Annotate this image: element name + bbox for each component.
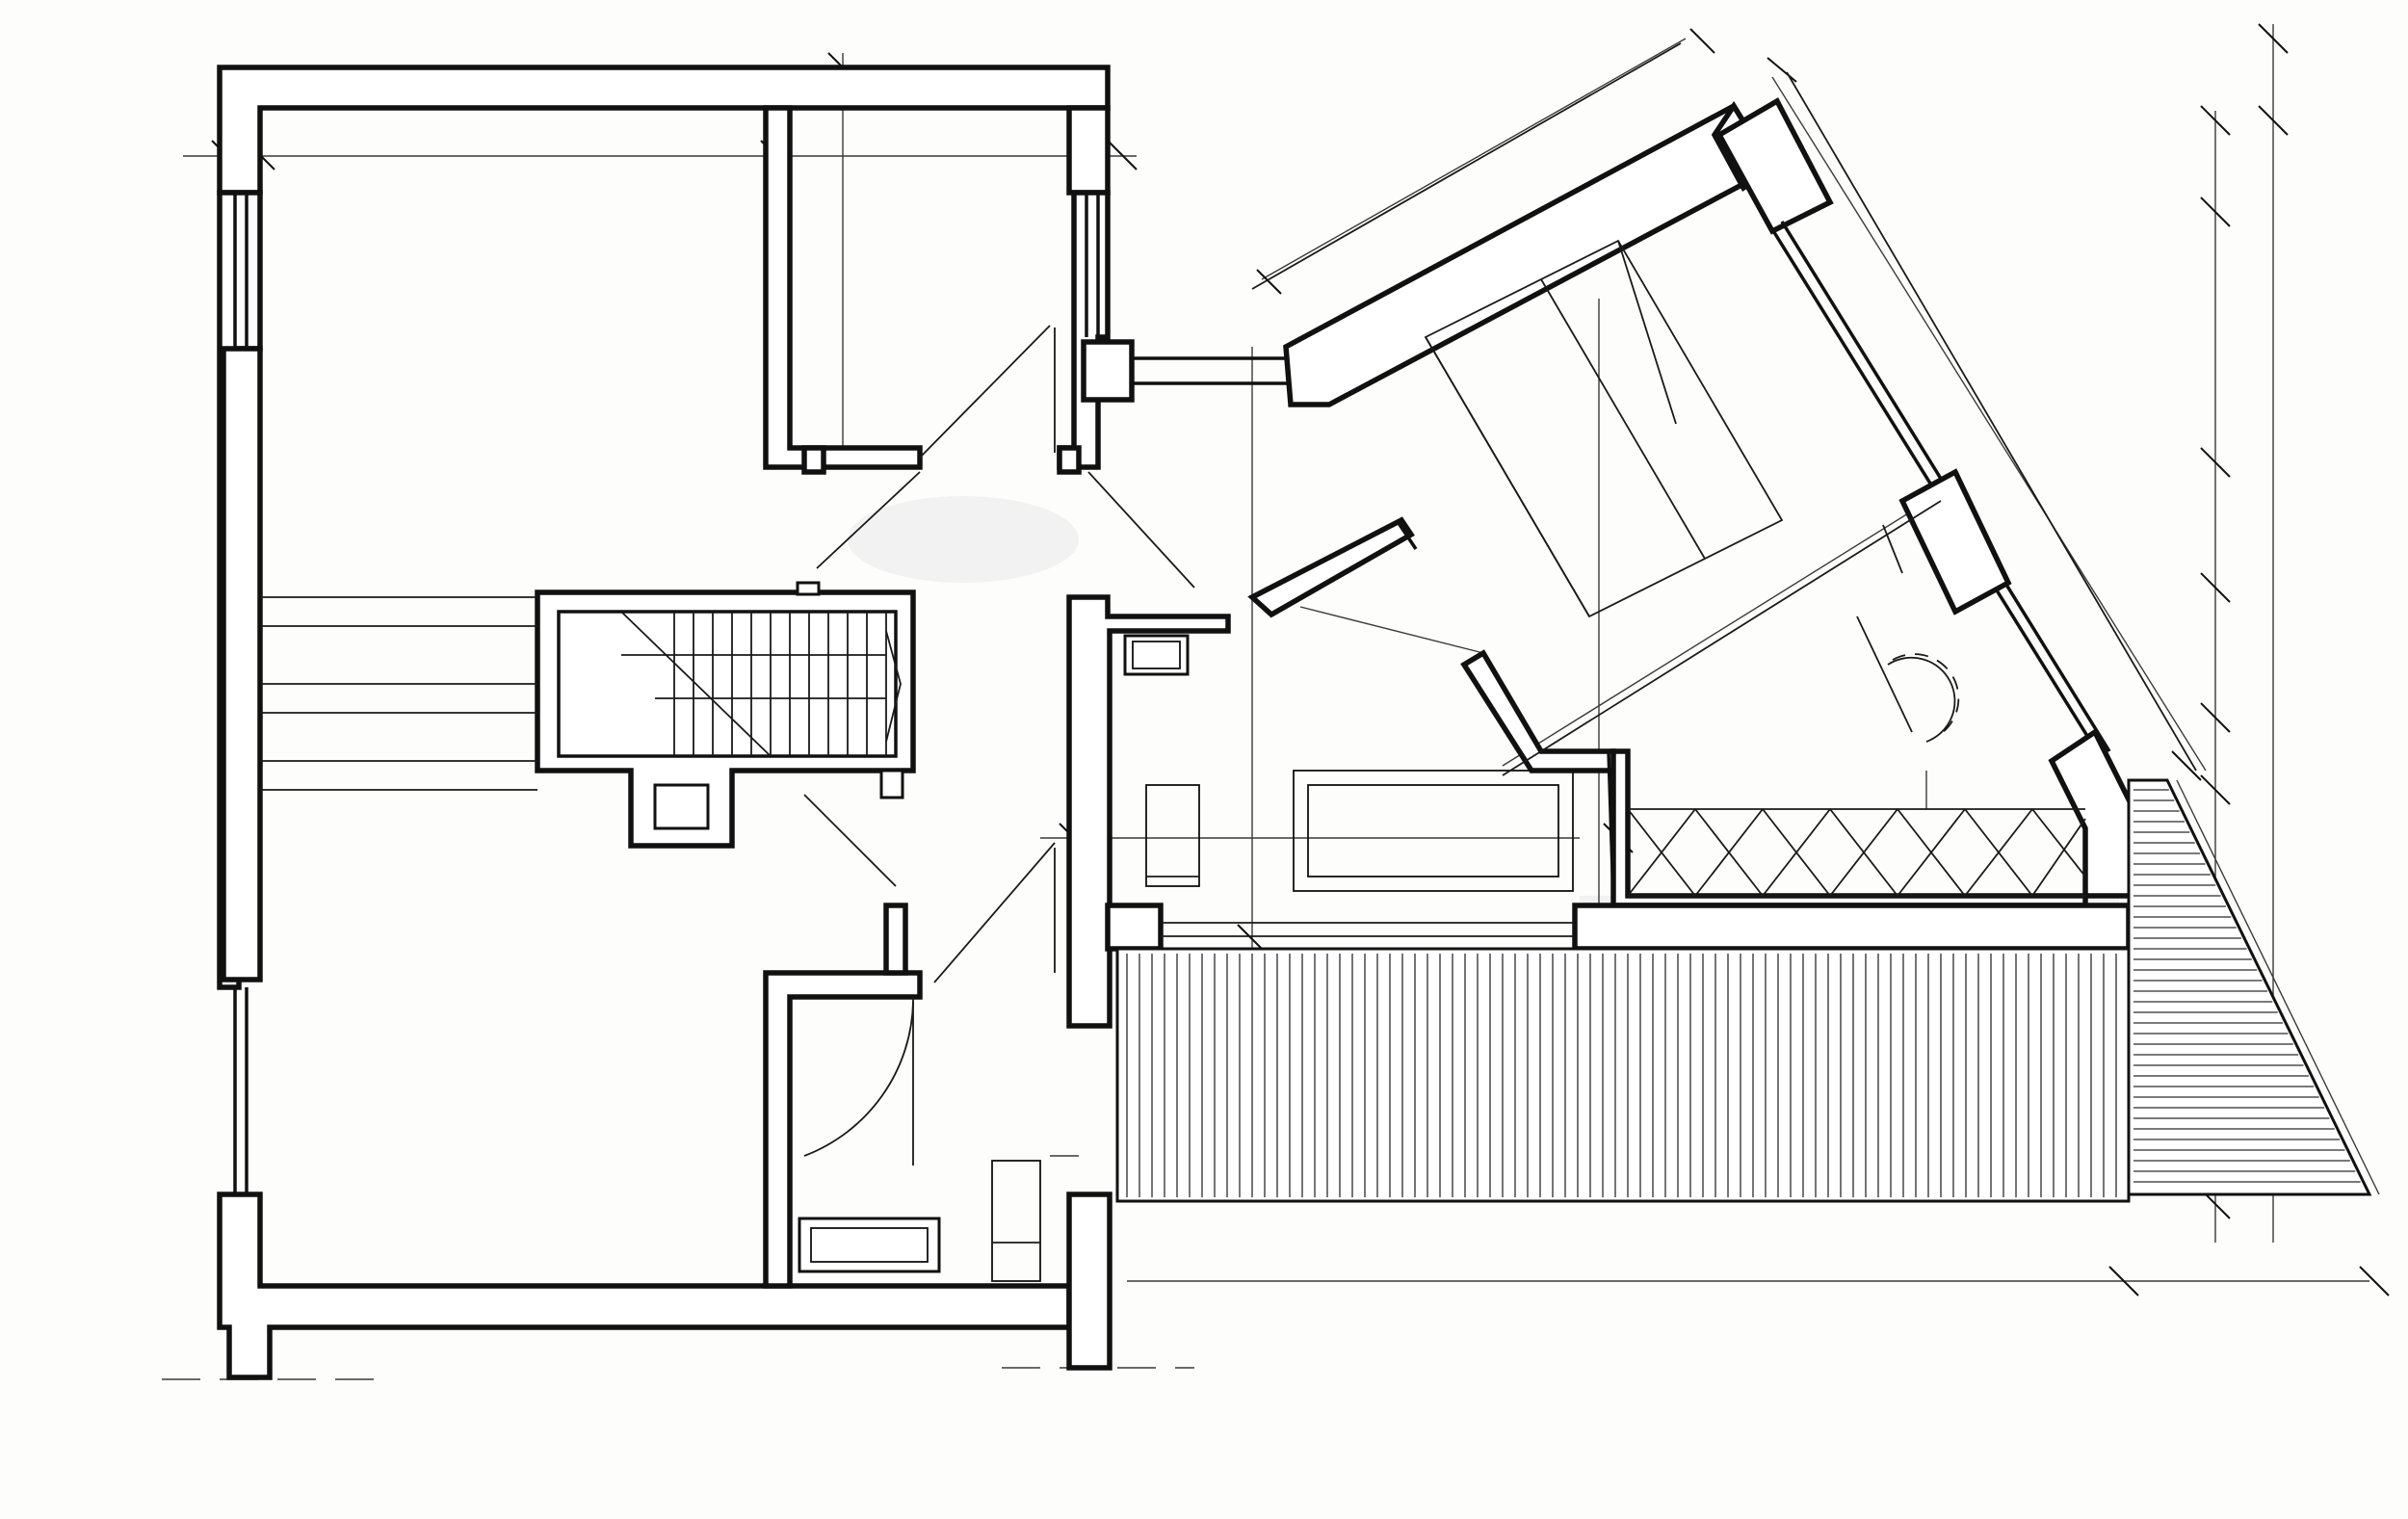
site-outline <box>1251 42 2197 776</box>
entry-connector <box>1066 356 1580 1029</box>
main-house-walls <box>217 65 1135 1380</box>
staircase <box>260 581 916 849</box>
round-chair <box>1856 524 1960 743</box>
terrace-railing <box>1572 748 2132 952</box>
bench <box>1293 750 1615 902</box>
bathroom-walls <box>763 903 1041 1289</box>
angled-wing-walls <box>1247 97 2136 899</box>
bed <box>1424 239 1784 618</box>
side-ramp <box>2127 778 2372 1196</box>
corridor-doors <box>803 325 1195 983</box>
wood-deck <box>1115 947 2131 1203</box>
